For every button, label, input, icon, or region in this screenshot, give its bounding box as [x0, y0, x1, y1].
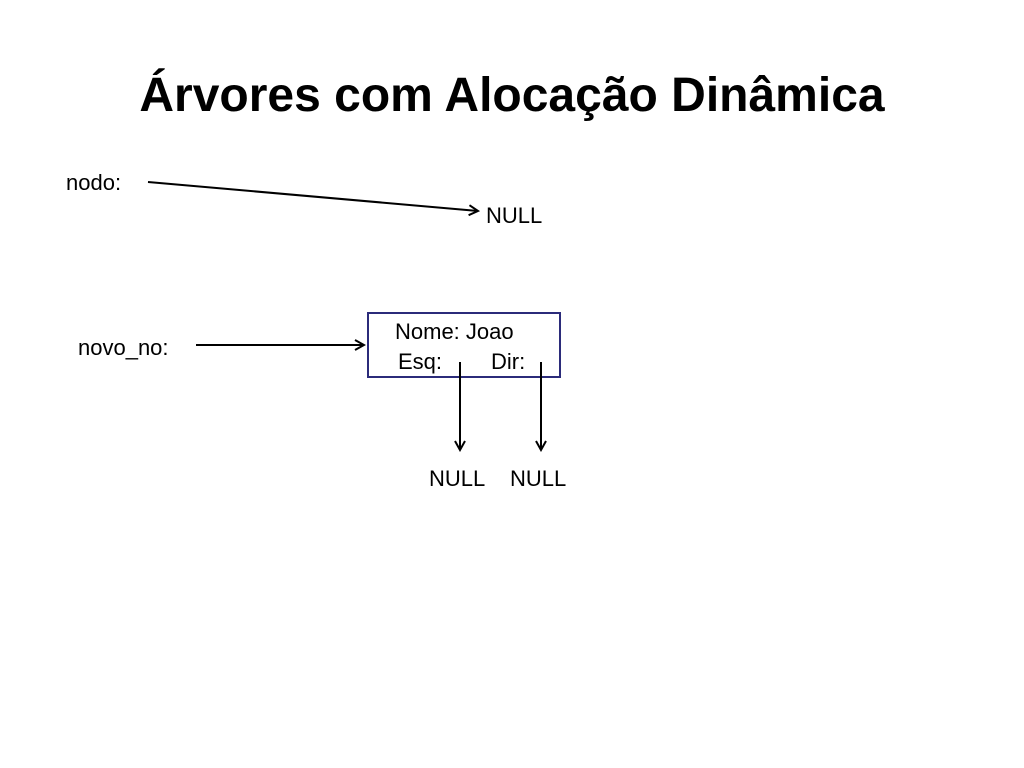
slide-title: Árvores com Alocação Dinâmica — [139, 69, 885, 122]
nodo-arrow — [147, 181, 478, 211]
nodo-null-label: NULL — [486, 203, 543, 228]
nodo-label: nodo: — [66, 170, 122, 195]
node-esq-label: Esq: — [398, 349, 443, 374]
dir-null-label: NULL — [510, 466, 567, 491]
node-name-label: Nome: — [395, 319, 460, 344]
node-name-row: Nome: Joao — [395, 319, 514, 345]
node-name-value: Joao — [465, 319, 514, 344]
esq-null-label: NULL — [429, 466, 486, 491]
novo-no-label: novo_no: — [78, 335, 169, 360]
node-dir-label: Dir: — [491, 349, 526, 374]
tree-node-box: Nome: Joao Esq: Dir: — [367, 312, 561, 378]
